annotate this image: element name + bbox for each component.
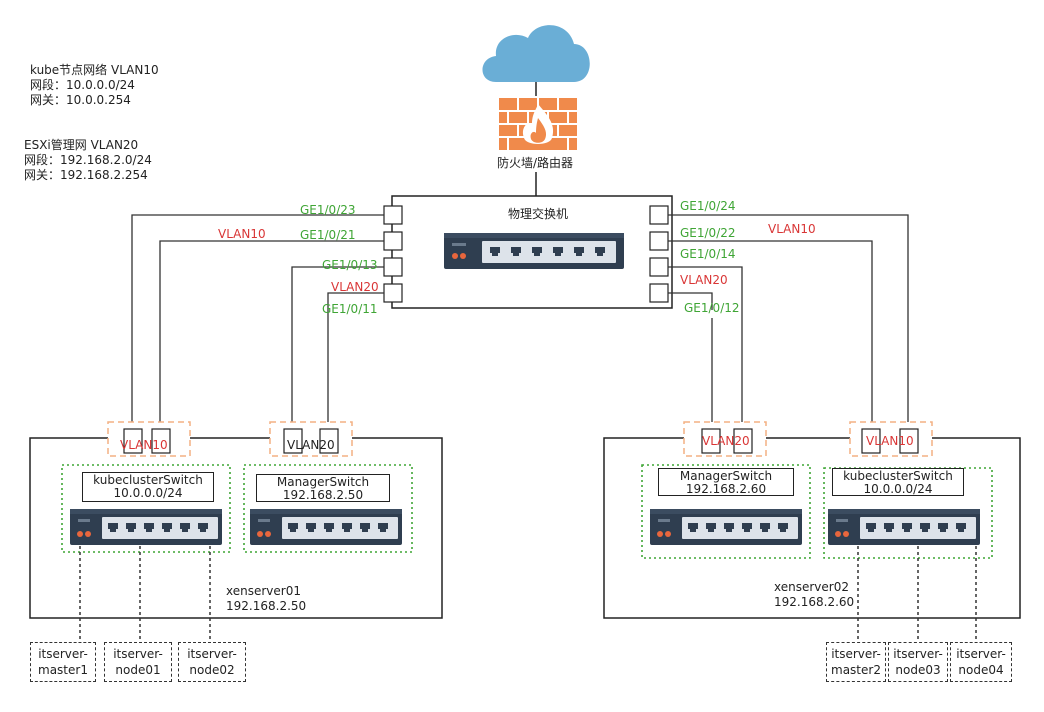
host-box-left: [29, 437, 443, 619]
vswitch-icon-mgr-left: [250, 509, 402, 545]
vswitch-kube-right: kubeclusterSwitch 10.0.0.0/24: [832, 468, 964, 496]
kube-note-line: 网段：10.0.0.0/24: [30, 78, 135, 92]
server-line: node01: [115, 663, 161, 677]
core-switch-label: 物理交换机: [508, 207, 569, 221]
vlan-label-host-left-a: VLAN10: [120, 438, 168, 452]
vswitch-mgr-right: ManagerSwitch 192.168.2.60: [658, 468, 794, 496]
port-label-ge14: GE1/0/14: [680, 247, 736, 261]
port-label-ge23: GE1/0/23: [300, 203, 356, 217]
vlan-label-core-left-1: VLAN10: [218, 227, 266, 241]
vswitch-net: 192.168.2.60: [685, 482, 767, 496]
vswitch-net: 10.0.0.0/24: [863, 482, 933, 496]
kube-network-note: kube节点网络 VLAN10 网段：10.0.0.0/24 网关：10.0.0…: [30, 63, 159, 108]
host-ip: 192.168.2.50: [226, 599, 307, 613]
port-label-ge22: GE1/0/22: [680, 226, 736, 240]
vlan-label-host-left-b: VLAN20: [287, 438, 335, 452]
vswitch-mgr-left: ManagerSwitch 192.168.2.50: [256, 474, 390, 502]
cables: [131, 214, 909, 430]
port-label-ge11: GE1/0/11: [322, 302, 378, 316]
host-box-right: [603, 437, 1021, 619]
vswitch-net: 10.0.0.0/24: [113, 486, 183, 500]
server-node03: itserver-node03: [888, 642, 948, 682]
server-line: itserver-: [113, 647, 163, 661]
port-label-ge24: GE1/0/24: [680, 199, 736, 213]
core-switch-icon: [444, 233, 624, 269]
server-line: node04: [958, 663, 1004, 677]
esxi-network-note: ESXi管理网 VLAN20 网段：192.168.2.0/24 网关：192.…: [24, 138, 152, 183]
kube-note-line: kube节点网络 VLAN10: [30, 63, 159, 77]
host-name: xenserver01: [226, 584, 301, 598]
server-line: itserver-: [187, 647, 237, 661]
host-ip: 192.168.2.60: [774, 595, 855, 609]
server-line: master1: [38, 663, 88, 677]
kube-note-line: 网关：10.0.0.254: [30, 93, 131, 107]
vlan-label-core-right-1: VLAN10: [768, 222, 816, 236]
firewall-label: 防火墙/路由器: [497, 156, 574, 170]
server-master1: itserver-master1: [30, 642, 96, 682]
vlan-label-host-right-b: VLAN10: [866, 434, 914, 448]
vlan-label-core-left-2: VLAN20: [331, 280, 379, 294]
core-ports: [383, 205, 669, 303]
esxi-note-line: 网关：192.168.2.254: [24, 168, 148, 182]
vswitch-name: ManagerSwitch: [276, 475, 370, 489]
server-node02: itserver-node02: [178, 642, 246, 682]
cloud-icon: [482, 25, 590, 83]
server-line: itserver-: [831, 647, 881, 661]
port-label-ge21: GE1/0/21: [300, 228, 356, 242]
vswitch-icon-kube-left: [70, 509, 222, 545]
vswitch-icon-mgr-right: [650, 509, 802, 545]
server-master2: itserver-master2: [826, 642, 886, 682]
server-node04: itserver-node04: [950, 642, 1012, 682]
port-label-ge12: GE1/0/12: [684, 301, 740, 315]
vswitch-name: ManagerSwitch: [679, 469, 773, 483]
vlan-label-host-right-a: VLAN20: [702, 434, 750, 448]
server-line: itserver-: [893, 647, 943, 661]
server-line: itserver-: [38, 647, 88, 661]
vswitch-icon-kube-right: [828, 509, 980, 545]
host-name: xenserver02: [774, 580, 849, 594]
vswitch-kube-left: kubeclusterSwitch 10.0.0.0/24: [82, 472, 214, 502]
port-label-ge13: GE1/0/13: [322, 258, 378, 272]
vswitch-name: kubeclusterSwitch: [93, 473, 203, 487]
server-node01: itserver-node01: [104, 642, 172, 682]
server-line: master2: [831, 663, 881, 677]
firewall-icon: [499, 98, 577, 150]
esxi-note-line: 网段：192.168.2.0/24: [24, 153, 152, 167]
vlan-label-core-right-2: VLAN20: [680, 273, 728, 287]
server-line: node03: [895, 663, 941, 677]
host-left-label: xenserver01 192.168.2.50: [226, 584, 306, 614]
vswitch-net: 192.168.2.50: [282, 488, 364, 502]
server-line: node02: [189, 663, 235, 677]
server-line: itserver-: [956, 647, 1006, 661]
esxi-note-line: ESXi管理网 VLAN20: [24, 138, 139, 152]
vswitch-name: kubeclusterSwitch: [843, 469, 953, 483]
host-right-label: xenserver02 192.168.2.60: [774, 580, 854, 610]
